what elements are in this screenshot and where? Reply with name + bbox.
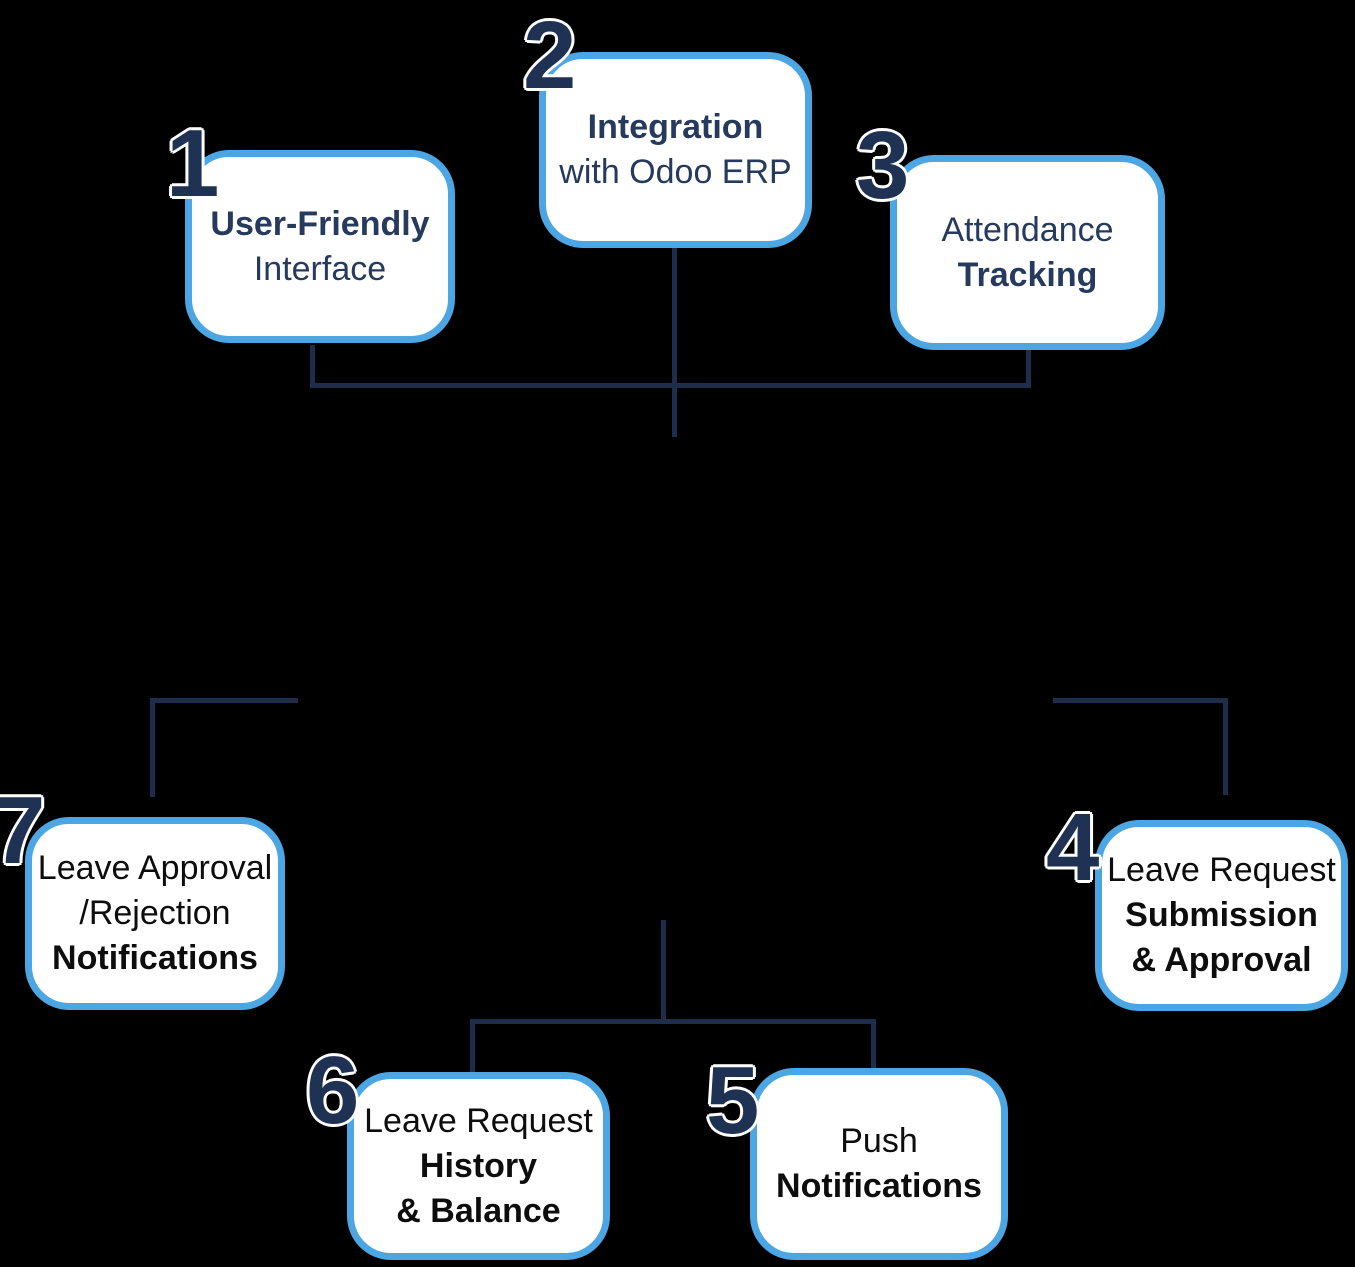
feature-box-line: Push bbox=[840, 1122, 918, 1160]
feature-box-line: /Rejection bbox=[79, 894, 231, 932]
feature-box-line: Integration bbox=[587, 108, 764, 146]
connector-bottom-center-vertical bbox=[661, 920, 666, 1023]
connector-box7-horizontal bbox=[150, 698, 298, 703]
feature-box-line: History bbox=[419, 1146, 538, 1185]
feature-box-line: Leave Request bbox=[364, 1101, 593, 1140]
connector-box5-vertical bbox=[871, 1019, 876, 1068]
connector-box3-vertical bbox=[1026, 350, 1031, 387]
feature-box-line: Notifications bbox=[52, 939, 258, 977]
connector-box2-vertical bbox=[672, 248, 677, 437]
feature-box-integration-odoo-erp: Integration with Odoo ERP bbox=[539, 52, 812, 248]
connector-top-horizontal bbox=[310, 383, 1031, 388]
feature-box-line: Tracking bbox=[957, 255, 1098, 294]
feature-box-leave-approval-rejection-notifications: Leave Approval /Rejection Notifications bbox=[25, 817, 285, 1010]
feature-box-attendance-tracking: Attendance Tracking bbox=[890, 155, 1165, 350]
feature-box-line: User-Friendly bbox=[210, 204, 430, 243]
connector-box7-vertical bbox=[150, 698, 155, 797]
step-number-4: 4 bbox=[1046, 794, 1100, 901]
feature-box-user-friendly-interface: User-Friendly Interface bbox=[185, 150, 455, 343]
feature-box-line: Interface bbox=[253, 249, 387, 288]
feature-box-line: Leave Request bbox=[1107, 851, 1336, 889]
feature-box-leave-request-submission-approval: Leave Request Submission & Approval bbox=[1095, 820, 1348, 1011]
connector-box6-vertical bbox=[470, 1019, 475, 1072]
connector-bottom-horizontal bbox=[470, 1019, 876, 1024]
feature-box-line: Submission bbox=[1125, 896, 1318, 934]
step-number-5: 5 bbox=[706, 1047, 760, 1154]
step-number-2: 2 bbox=[523, 2, 577, 109]
step-number-7: 7 bbox=[0, 777, 46, 884]
connector-box4-horizontal bbox=[1053, 698, 1228, 703]
feature-box-push-notifications: Push Notifications bbox=[750, 1068, 1008, 1260]
feature-box-line: with Odoo ERP bbox=[559, 153, 792, 191]
feature-box-line: & Approval bbox=[1131, 941, 1312, 979]
feature-box-line: Leave Approval bbox=[37, 849, 273, 887]
feature-box-line: Attendance bbox=[941, 210, 1114, 249]
connector-box4-vertical bbox=[1223, 698, 1228, 795]
feature-box-leave-request-history-balance: Leave Request History & Balance bbox=[347, 1072, 610, 1260]
feature-box-line: & Balance bbox=[396, 1191, 561, 1230]
connector-box1-vertical bbox=[310, 345, 315, 387]
step-number-1: 1 bbox=[166, 110, 220, 217]
step-number-6: 6 bbox=[306, 1037, 360, 1144]
step-number-3: 3 bbox=[856, 112, 910, 219]
feature-box-line: Notifications bbox=[776, 1167, 982, 1205]
